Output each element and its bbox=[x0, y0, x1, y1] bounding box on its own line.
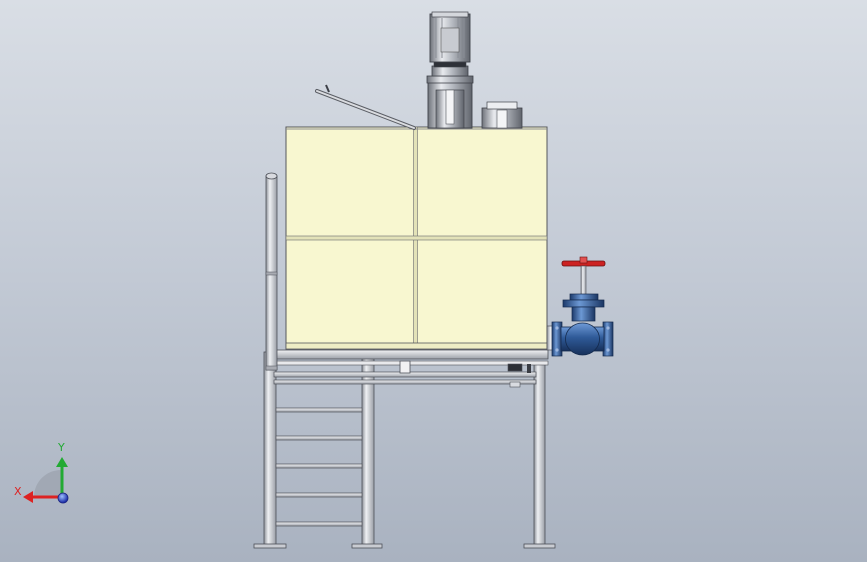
lid-handle bbox=[315, 84, 416, 130]
agitator-motor bbox=[426, 11, 474, 129]
y-axis-label: Y bbox=[58, 441, 65, 454]
x-axis-label: X bbox=[14, 485, 22, 498]
gate-valve bbox=[546, 256, 614, 357]
triad-graphic bbox=[23, 457, 69, 504]
support-frame bbox=[253, 349, 556, 549]
ladder bbox=[275, 407, 363, 527]
vent-pipe bbox=[265, 172, 278, 371]
tank-body bbox=[285, 126, 548, 350]
dosing-pump bbox=[481, 101, 523, 129]
coordinate-triad: Y X bbox=[12, 440, 82, 510]
